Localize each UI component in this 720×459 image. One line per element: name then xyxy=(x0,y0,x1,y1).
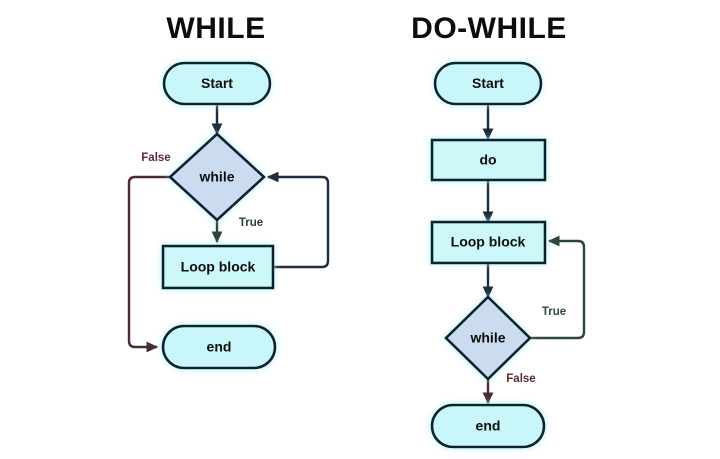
node-label-end: end xyxy=(476,418,501,434)
chart-title-do-while: DO-WHILE xyxy=(411,12,567,45)
chart-do-while: DO-WHILE Start do Loop block xyxy=(411,12,586,449)
edge-label-false-do-while: False xyxy=(506,373,535,385)
node-start-do-while[interactable]: Start xyxy=(433,61,543,106)
chart-while: WHILE Start while Loop block xyxy=(127,12,330,370)
node-start-while[interactable]: Start xyxy=(162,61,272,106)
node-do[interactable]: do xyxy=(430,138,547,182)
node-while-decision[interactable]: while xyxy=(168,132,266,222)
nodes-while: Start while Loop block end xyxy=(161,61,277,370)
edge-while-false-to-end xyxy=(127,175,194,353)
node-label-loop-block: Loop block xyxy=(181,259,256,275)
node-label-end: end xyxy=(207,339,232,355)
edge-loop-back-to-while xyxy=(266,171,330,269)
chart-title-while: WHILE xyxy=(166,12,265,45)
edges-while xyxy=(127,104,330,353)
node-loop-block-do-while[interactable]: Loop block xyxy=(430,220,547,265)
node-label-do: do xyxy=(479,152,496,168)
edge-label-false-while: False xyxy=(141,152,170,164)
node-label-start: Start xyxy=(201,75,233,91)
edges-do-while xyxy=(482,104,586,405)
edge-label-true-while: True xyxy=(239,217,263,229)
node-end-while[interactable]: end xyxy=(161,324,277,370)
node-end-do-while[interactable]: end xyxy=(430,403,546,449)
node-while-decision[interactable]: while xyxy=(444,295,532,381)
node-label-while: while xyxy=(469,330,505,346)
edge-while-true-to-loop xyxy=(530,235,586,340)
node-label-start: Start xyxy=(472,75,504,91)
nodes-do-while: Start do Loop block while end xyxy=(430,61,547,449)
edge-label-true-do-while: True xyxy=(542,306,566,318)
node-label-loop-block: Loop block xyxy=(451,234,526,250)
node-label-while: while xyxy=(198,169,234,185)
node-loop-block-while[interactable]: Loop block xyxy=(161,244,275,290)
